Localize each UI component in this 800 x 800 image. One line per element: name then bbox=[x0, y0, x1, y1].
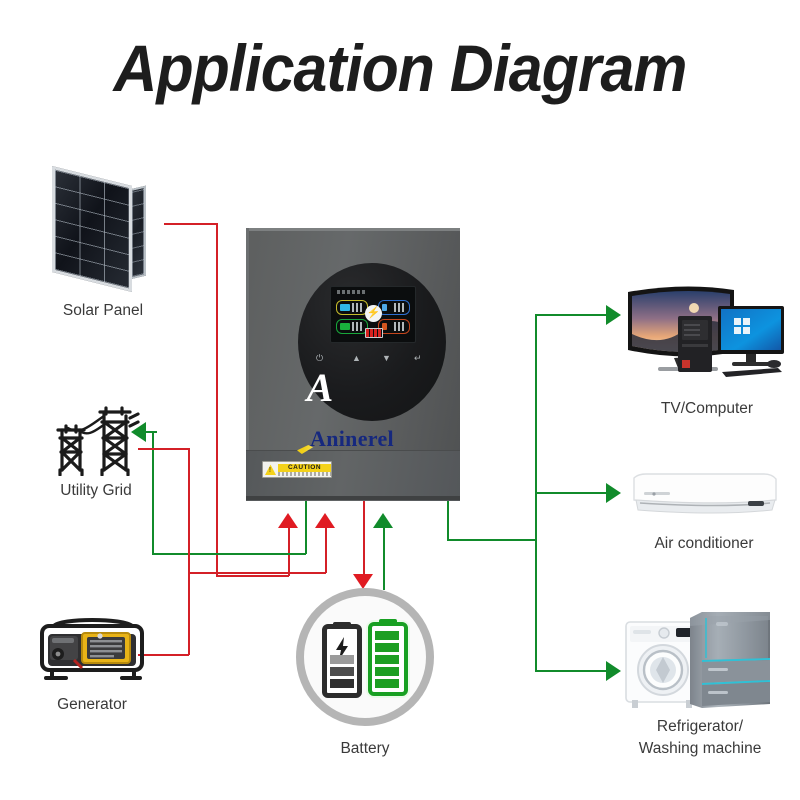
wire-grid-out-h3 bbox=[145, 431, 157, 433]
wire-solar-v1 bbox=[216, 223, 218, 576]
wire-load-fridge bbox=[535, 670, 609, 672]
battery-node[interactable] bbox=[296, 588, 434, 726]
lcd-bolt-glyph: ⚡ bbox=[366, 307, 381, 319]
caution-fineprint bbox=[278, 471, 331, 476]
brand-logo: Aninerel bbox=[246, 426, 460, 452]
inverter-button-row: ⏻ ▲ ▼ ↵ bbox=[316, 352, 428, 364]
air-conditioner-icon bbox=[633, 473, 777, 514]
wire-grid-in-v2 bbox=[325, 528, 327, 573]
wire-grid-in-h2 bbox=[188, 572, 326, 574]
wire-load-ac bbox=[535, 492, 609, 494]
down-button[interactable]: ▼ bbox=[382, 353, 391, 363]
wire-load-out-h0 bbox=[447, 539, 537, 541]
solar-panel-label: Solar Panel bbox=[62, 302, 144, 319]
generator-icon bbox=[40, 618, 144, 680]
utility-grid-node[interactable] bbox=[48, 404, 140, 477]
wire-grid-out-v2 bbox=[152, 432, 154, 554]
caution-word: CAUTION bbox=[278, 463, 331, 472]
page-title: Application Diagram bbox=[113, 31, 688, 105]
air-conditioner-label: Air conditioner bbox=[654, 535, 754, 552]
caution-sticker-text: CAUTION bbox=[278, 463, 331, 476]
battery-icon-charging bbox=[322, 622, 362, 698]
inverter-top-edge bbox=[246, 228, 460, 231]
lcd-screen[interactable]: ⚡ bbox=[330, 286, 416, 343]
arrow-into-refrigerator-washer bbox=[606, 661, 621, 681]
lcd-battery-indicator bbox=[365, 328, 383, 338]
arrow-grid-into-inverter bbox=[315, 513, 335, 528]
arrow-into-air-conditioner bbox=[606, 483, 621, 503]
arrow-into-tv-computer bbox=[606, 305, 621, 325]
arrow-into-utility-grid bbox=[131, 422, 146, 442]
inverter-disc-logo-mark: A bbox=[306, 365, 334, 410]
lcd-cell-load bbox=[378, 319, 410, 334]
wire-solar-h1 bbox=[164, 223, 217, 225]
caution-sticker: CAUTION bbox=[262, 461, 332, 478]
brand-name: Aninerel bbox=[310, 426, 394, 451]
battery-icon-full bbox=[368, 619, 408, 696]
battery-ring bbox=[296, 588, 434, 726]
up-button[interactable]: ▲ bbox=[352, 353, 361, 363]
wire-load-out-v0 bbox=[447, 500, 449, 540]
wire-solar-v2 bbox=[288, 528, 290, 576]
inverter-left-edge bbox=[246, 228, 249, 500]
wire-grid-in-v1 bbox=[188, 448, 190, 573]
lcd-bolt-icon: ⚡ bbox=[365, 305, 382, 322]
arrow-battery-into-inverter bbox=[373, 513, 393, 528]
transmission-tower-icon bbox=[56, 406, 140, 477]
lcd-cell-battery bbox=[336, 319, 368, 334]
tv-computer-node[interactable] bbox=[622, 278, 790, 390]
tv-computer-label: TV/Computer bbox=[660, 400, 754, 417]
wire-battery-discharge bbox=[383, 528, 385, 590]
refrigerator-washer-icon bbox=[625, 612, 770, 708]
utility-grid-label: Utility Grid bbox=[60, 482, 132, 499]
inverter-bottom-shadow bbox=[246, 496, 460, 500]
warning-triangle-icon bbox=[265, 464, 276, 475]
air-conditioner-node[interactable] bbox=[630, 472, 780, 522]
bolt-icon bbox=[336, 637, 348, 660]
generator-label: Generator bbox=[57, 696, 127, 713]
lcd-cell-solar bbox=[336, 300, 368, 315]
lcd-cell-grid bbox=[378, 300, 410, 315]
inverter-unit[interactable]: ⚡ ⏻ ▲ ▼ ↵ A Aninerel CAUTION bbox=[246, 228, 460, 501]
wire-generator-v1 bbox=[188, 572, 190, 655]
wire-grid-out-v1 bbox=[305, 500, 307, 554]
solar-panel-icon bbox=[52, 166, 132, 292]
wire-grid-in-h1 bbox=[138, 448, 189, 450]
wire-load-tv bbox=[535, 314, 609, 316]
generator-node[interactable] bbox=[38, 616, 146, 682]
refrigerator-washer-label: Refrigerator/ Washing machine bbox=[638, 718, 762, 757]
wire-grid-out-h1 bbox=[152, 553, 306, 555]
wire-generator-h1 bbox=[138, 654, 189, 656]
enter-button[interactable]: ↵ bbox=[414, 353, 422, 363]
lcd-status-bar bbox=[337, 290, 367, 294]
arrow-inverter-into-battery bbox=[353, 574, 373, 589]
tv-computer-icon bbox=[628, 286, 784, 377]
solar-panel-node[interactable] bbox=[42, 166, 164, 292]
battery-label: Battery bbox=[340, 740, 390, 757]
arrow-solar-into-inverter bbox=[278, 513, 298, 528]
wire-battery-charge bbox=[363, 500, 365, 575]
refrigerator-washer-node[interactable] bbox=[620, 608, 780, 712]
wire-solar-h2 bbox=[216, 575, 289, 577]
power-button[interactable]: ⏻ bbox=[316, 353, 324, 363]
